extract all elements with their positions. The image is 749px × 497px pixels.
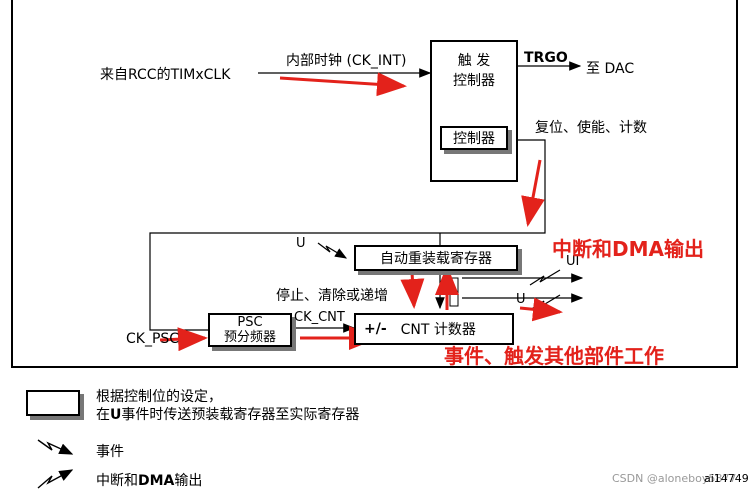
psc-label: PSC (237, 314, 263, 330)
trigger-controller-title-2: 控制器 (453, 73, 495, 89)
outer-frame (11, 0, 738, 368)
ui-label: UI (566, 254, 580, 269)
u-out-zigzag (529, 294, 561, 311)
ui-zigzag (529, 269, 561, 286)
legend-interrupt-prefix: 中断和 (96, 473, 138, 489)
reset-label: 复位、使能、计数 (535, 120, 647, 136)
legend-interrupt-suffix: 输出 (174, 473, 203, 489)
u-event-arrow (317, 242, 348, 259)
source-label: 来自RCC的TIMxCLK (100, 67, 231, 83)
legend-shadow-desc-2: 在U事件时传送预装载寄存器至实际寄存器 (96, 404, 359, 424)
transfer-arrow (449, 277, 459, 307)
counter-box: +/- CNT 计数器 (354, 313, 514, 345)
annotation-interrupt-dma: 中断和DMA输出 (552, 237, 704, 261)
counter-label: CNT 计数器 (400, 322, 476, 338)
red-arrow-down (521, 159, 545, 227)
trigger-controller-title-1: 触 发 (457, 53, 491, 69)
red-arrow-into-cnt (400, 271, 425, 309)
prescaler-label: 预分频器 (223, 329, 276, 345)
counter-prefix: +/- (364, 321, 387, 337)
annotation-events: 事件、触发其他部件工作 (444, 344, 664, 368)
dac-label: 至 DAC (586, 61, 635, 77)
stop-clear-label: 停止、清除或递增 (276, 288, 388, 304)
legend-shadow-desc-1: 根据控制位的设定， (96, 389, 222, 405)
prescaler-box: PSC 预分频器 (208, 313, 292, 347)
legend-event-label: 事件 (96, 444, 124, 460)
legend-event-icon (37, 439, 74, 455)
watermark: CSDN @aloneboy5877 (612, 472, 737, 485)
legend-interrupt-bold: DMA (138, 473, 175, 489)
u-event-label: U (296, 236, 306, 251)
internal-clock-label: 内部时钟 (CK_INT) (286, 53, 407, 69)
trgo-label: TRGO (524, 50, 568, 66)
legend-shadow-desc-2-rest: 事件时传送预装载寄存器至实际寄存器 (121, 407, 360, 423)
figure-id: ai14749 (704, 472, 749, 485)
controller-box: 控制器 (440, 126, 508, 150)
legend-interrupt-icon (37, 469, 74, 489)
red-arrow-ck-psc (159, 327, 208, 352)
legend-shadow-box (26, 390, 80, 416)
u-out-label: U (516, 292, 526, 307)
auto-reload-register: 自动重装载寄存器 (354, 245, 518, 271)
ck-psc-label: CK_PSC (126, 331, 180, 347)
legend-shadow-desc-2-prefix: 在 (96, 407, 110, 423)
red-arrow-events (519, 297, 563, 322)
legend-interrupt-label: 中断和DMA输出 (96, 470, 202, 490)
trigger-controller-box: 触 发 控制器 (430, 40, 518, 182)
legend-shadow-desc-2-bold: U (110, 407, 122, 423)
ck-cnt-label: CK_CNT (294, 310, 345, 325)
red-arrow-clk (279, 72, 407, 97)
controller-output-line (149, 139, 546, 331)
